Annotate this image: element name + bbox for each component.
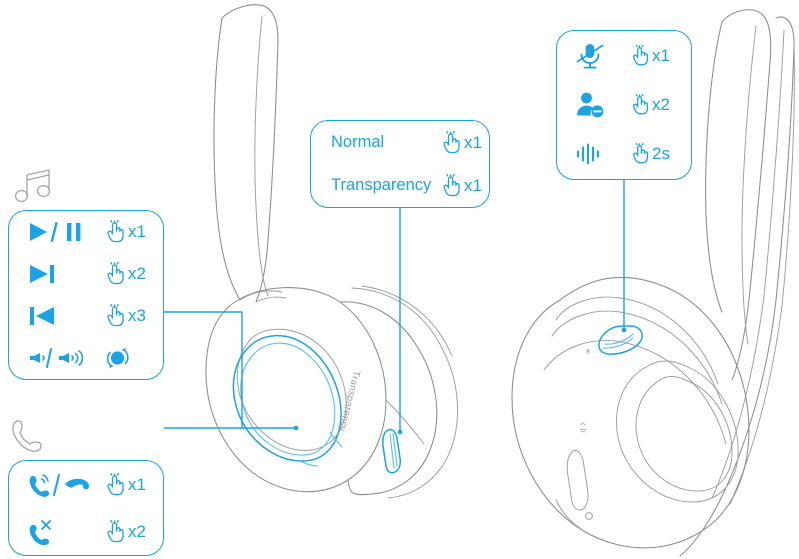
- gesture-count: x1: [128, 222, 146, 241]
- previous-track-icon: [27, 304, 93, 328]
- reject-call-icon: [27, 519, 93, 545]
- next-track-icon: [27, 262, 93, 286]
- gesture-tap-2: x2: [629, 93, 670, 116]
- mode-row-transparency[interactable]: Transparency x1: [311, 164, 489, 207]
- answer-hangup-icon: [27, 472, 93, 498]
- gesture-rotate-dial: [103, 344, 134, 372]
- phone-handset-icon: [10, 418, 44, 459]
- media-row-previous-track[interactable]: x3: [9, 295, 163, 337]
- callout-meeting-controls[interactable]: x1: [556, 30, 692, 180]
- remove-person-icon: [575, 91, 619, 119]
- gesture-tap-1: x1: [629, 44, 670, 67]
- mic-muted-icon: [575, 41, 619, 71]
- gesture-tap-1: x1: [439, 130, 482, 155]
- mode-row-normal[interactable]: Normal x1: [311, 121, 489, 164]
- gesture-hold-2s: 2s: [629, 143, 670, 165]
- volume-down-up-icon: [27, 346, 93, 370]
- gesture-count: x1: [464, 175, 482, 195]
- mode-label-transparency: Transparency: [331, 176, 432, 194]
- gesture-count: x3: [128, 306, 146, 325]
- meeting-row-mute[interactable]: x1: [557, 31, 691, 80]
- gesture-tap-2: x2: [103, 262, 146, 286]
- gesture-count: x2: [652, 94, 670, 114]
- gesture-tap-1: x1: [103, 220, 146, 244]
- gesture-count: x2: [128, 521, 146, 541]
- media-row-volume[interactable]: [9, 337, 163, 379]
- gesture-count: x1: [652, 45, 670, 65]
- call-row-answer-hangup[interactable]: x1: [9, 461, 163, 508]
- gesture-count: x1: [464, 132, 482, 152]
- earcup-engraved-label: Transparency: [336, 369, 362, 433]
- callout-listening-mode[interactable]: Normal x1 Transparency: [310, 120, 490, 208]
- call-row-reject[interactable]: x2: [9, 508, 163, 555]
- gesture-count: x1: [128, 474, 146, 494]
- gesture-tap-3: x3: [103, 304, 146, 328]
- callout-call-controls[interactable]: x1: [8, 460, 164, 556]
- voice-waveform-icon: [575, 142, 619, 166]
- mode-label-normal: Normal: [331, 133, 385, 151]
- gesture-tap-2: x2: [103, 519, 146, 544]
- music-note-icon: [12, 166, 56, 211]
- media-row-play-pause[interactable]: x1: [9, 211, 163, 253]
- play-pause-icon: [27, 220, 93, 244]
- meeting-row-voice-assistant[interactable]: 2s: [557, 130, 691, 179]
- meeting-row-remove-person[interactable]: x2: [557, 80, 691, 129]
- gesture-tap-1: x1: [439, 173, 482, 198]
- callout-media-controls[interactable]: x1: [8, 210, 164, 380]
- media-row-next-track[interactable]: x2: [9, 253, 163, 295]
- gesture-count: x2: [128, 264, 146, 283]
- gesture-count: 2s: [652, 144, 670, 164]
- gesture-tap-1: x1: [103, 472, 146, 497]
